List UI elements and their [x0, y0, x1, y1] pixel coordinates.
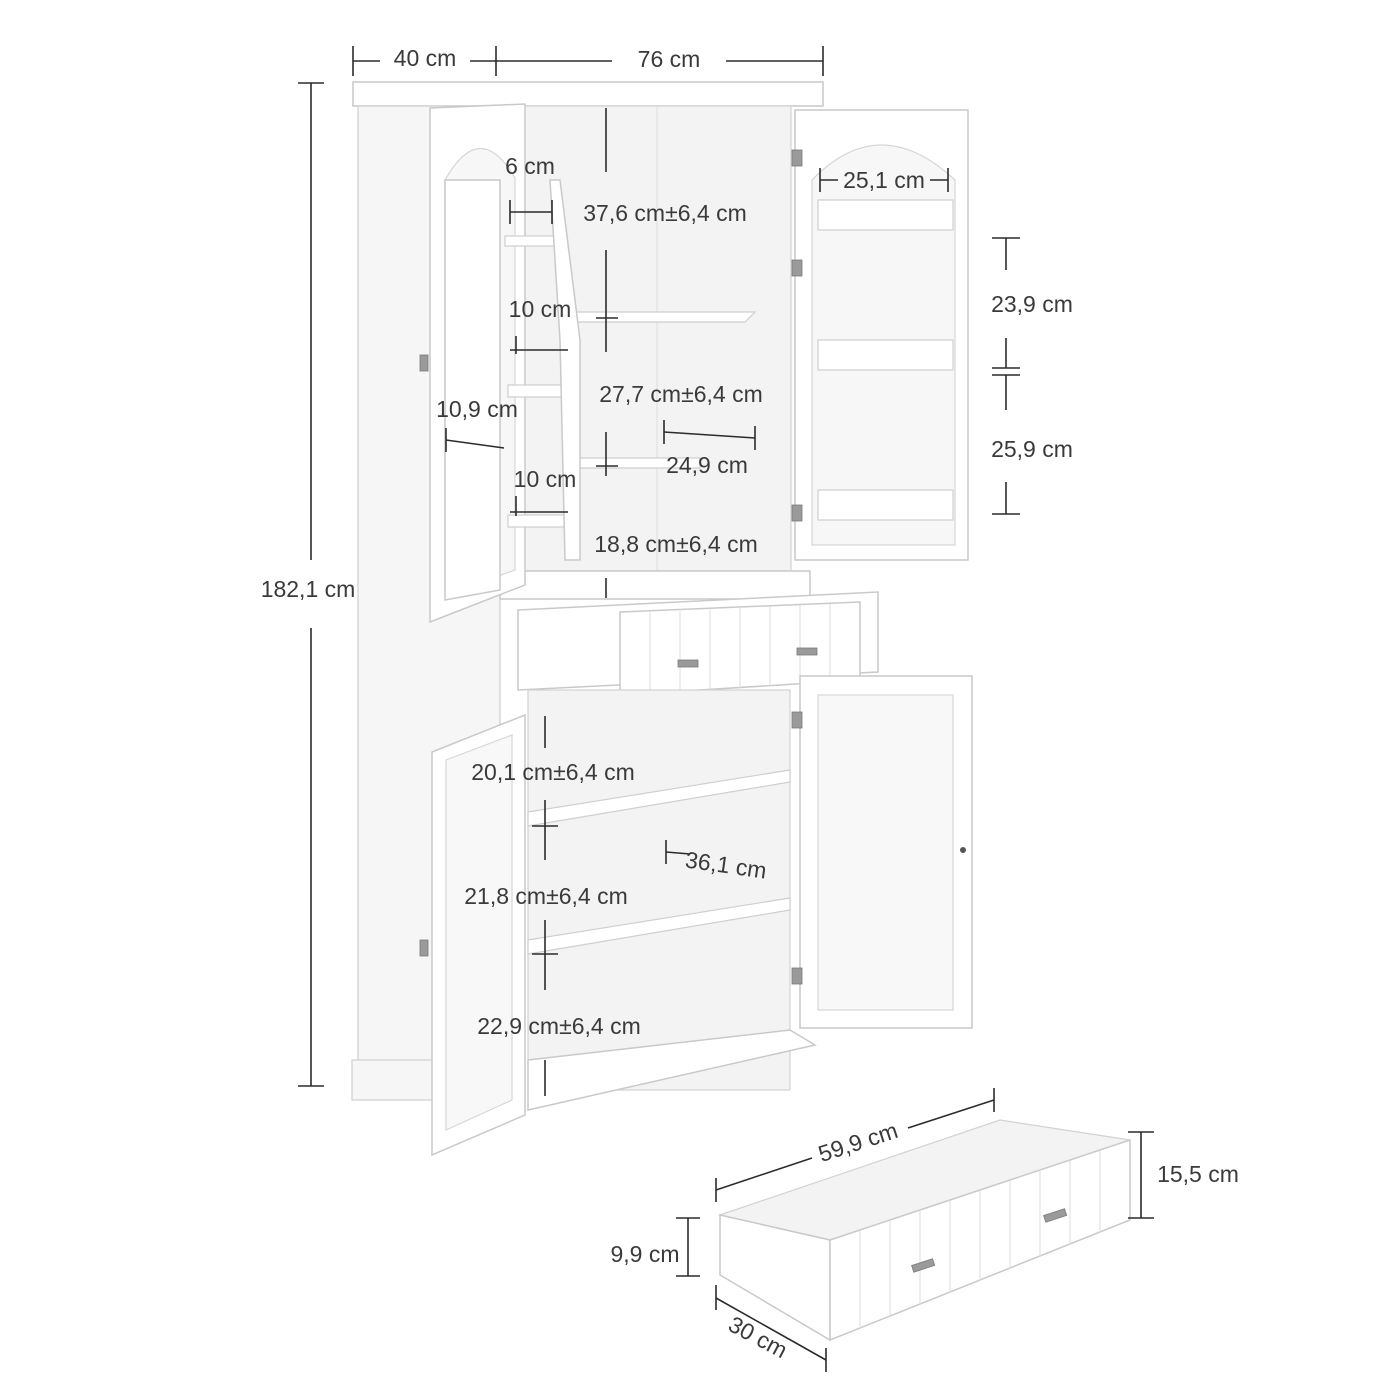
label-bottom-compartment-1: 20,1 cm±6,4 cm [471, 759, 634, 785]
label-drawer-depth: 30 cm [724, 1311, 792, 1363]
label-upper-compartment: 37,6 cm±6,4 cm [583, 200, 746, 226]
label-width: 76 cm [638, 46, 701, 72]
drawer-illustration [717, 1119, 1131, 1342]
label-spice-rack-gap: 6 cm [505, 153, 555, 179]
label-door-rack-width: 25,1 cm [843, 167, 925, 193]
dimension-labels: 40 cm 76 cm 182,1 cm 6 cm 37,6 cm±6,4 cm… [261, 45, 1239, 1363]
label-bottom-compartment-3: 22,9 cm±6,4 cm [477, 1013, 640, 1039]
dimension-lines [298, 46, 1154, 1372]
label-bottom-compartment-2: 21,8 cm±6,4 cm [464, 883, 627, 909]
label-depth: 40 cm [394, 45, 457, 71]
label-spice-rack-level-1: 10 cm [509, 296, 572, 322]
label-drawer-inner-height: 9,9 cm [610, 1241, 679, 1267]
label-drawer-height: 15,5 cm [1157, 1161, 1239, 1187]
label-door-rack-spacing-1: 23,9 cm [991, 291, 1073, 317]
label-middle-compartment: 27,7 cm±6,4 cm [599, 381, 762, 407]
cabinet-illustration [351, 81, 973, 1157]
label-door-rack-spacing-2: 25,9 cm [991, 436, 1073, 462]
label-spice-rack-width: 10,9 cm [436, 396, 518, 422]
label-spice-rack-level-2: 10 cm [514, 466, 577, 492]
label-height: 182,1 cm [261, 576, 356, 602]
label-shelf-depth-upper: 24,9 cm [666, 452, 748, 478]
label-lower-upper-compartment: 18,8 cm±6,4 cm [594, 531, 757, 557]
